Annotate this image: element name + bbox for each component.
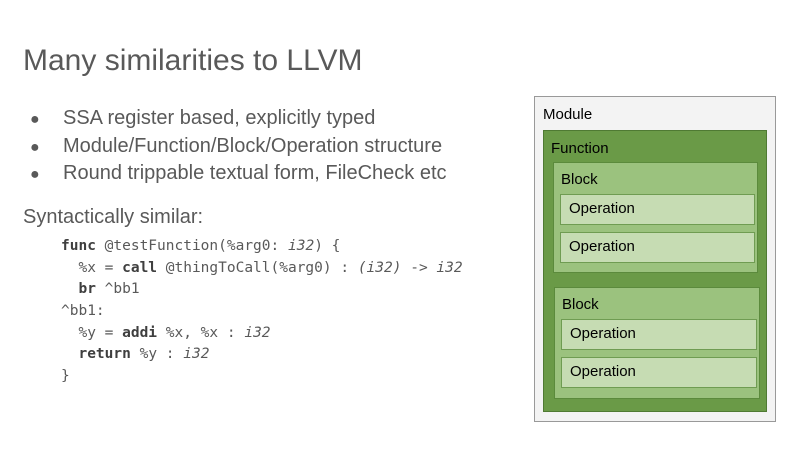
code-keyword: return	[78, 346, 131, 363]
block-box: Block Operation Operation	[554, 287, 760, 399]
code-line: %y = addi %x, %x : i32	[61, 323, 463, 345]
function-box: Function Block Operation Operation Block…	[543, 130, 767, 412]
code-text	[61, 281, 78, 297]
block-label: Block	[561, 171, 598, 188]
code-text: %y =	[61, 324, 123, 341]
code-text: }	[61, 368, 70, 385]
code-text: %y :	[130, 346, 184, 363]
code-line: return %y : i32	[61, 344, 463, 366]
code-line: }	[61, 366, 463, 388]
code-text: ) {	[314, 238, 341, 254]
operation-box: Operation	[560, 194, 755, 225]
code-keyword: addi	[122, 324, 158, 341]
code-type: i32	[436, 259, 463, 276]
slide-title: Many similarities to LLVM	[23, 44, 363, 77]
code-text: ^bb1	[95, 281, 140, 298]
code-text: @thingToCall(%arg0) :	[157, 259, 358, 276]
code-text: @testFunction(%arg0:	[95, 238, 288, 254]
code-keyword: br	[78, 281, 96, 298]
block-label: Block	[562, 296, 599, 313]
subheading: Syntactically similar:	[23, 206, 204, 228]
code-line: %x = call @thingToCall(%arg0) : (i32) ->…	[61, 258, 463, 280]
bullet-list: ● SSA register based, explicitly typed ● M…	[30, 105, 447, 188]
code-text	[61, 346, 78, 362]
code-type: i32	[287, 238, 315, 254]
operation-box: Operation	[561, 319, 757, 350]
code-text: %x =	[61, 259, 123, 276]
bullet-dot-icon: ●	[30, 111, 40, 128]
code-keyword: func	[61, 238, 96, 254]
bullet-item: ● Round trippable textual form, FileCheck…	[30, 160, 447, 188]
code-type: i32	[183, 346, 210, 363]
block-box: Block Operation Operation	[553, 162, 758, 273]
bullet-text: Round trippable textual form, FileCheck …	[63, 162, 447, 184]
code-type: (i32)	[357, 259, 402, 276]
module-box: Module Function Block Operation Operatio…	[534, 96, 776, 422]
code-line: br ^bb1	[61, 279, 463, 301]
bullet-dot-icon: ●	[30, 138, 40, 156]
bullet-item: ● SSA register based, explicitly typed	[30, 105, 447, 133]
bullet-text: Module/Function/Block/Operation structur…	[63, 134, 443, 157]
bullet-text: SSA register based, explicitly typed	[63, 107, 376, 129]
code-text: %x, %x :	[157, 324, 245, 341]
code-keyword: call	[122, 259, 158, 276]
operation-box: Operation	[561, 357, 757, 388]
code-line: ^bb1:	[61, 301, 463, 323]
operation-box: Operation	[560, 232, 755, 263]
code-line: func @testFunction(%arg0: i32) {	[61, 236, 463, 258]
code-text: ^bb1:	[61, 303, 105, 320]
bullet-dot-icon: ●	[30, 166, 40, 183]
bullet-item: ● Module/Function/Block/Operation structu…	[30, 133, 447, 161]
code-type: i32	[244, 324, 271, 341]
code-block: func @testFunction(%arg0: i32) { %x = ca…	[61, 236, 463, 388]
code-text: ->	[401, 259, 437, 276]
module-label: Module	[543, 106, 593, 123]
function-label: Function	[551, 140, 609, 157]
